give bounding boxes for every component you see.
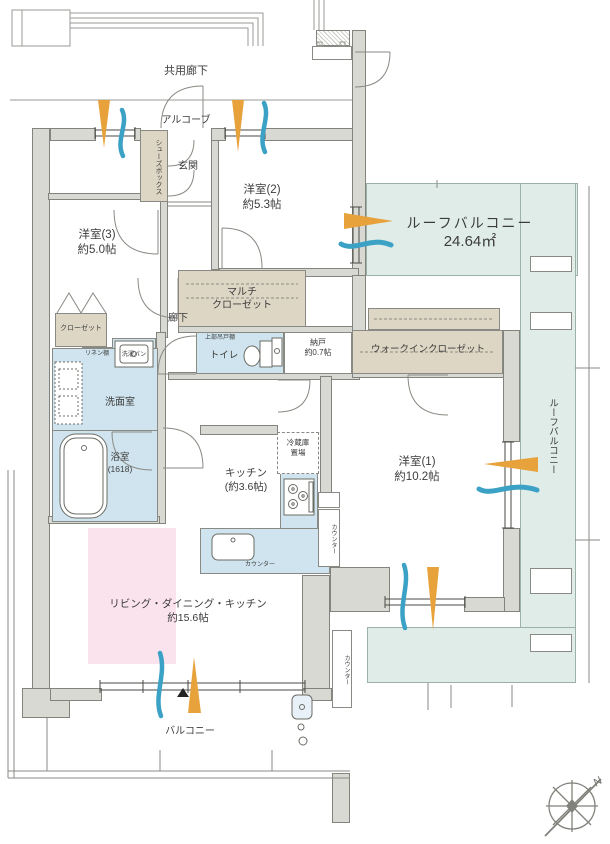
meter-box <box>312 46 352 60</box>
label-counter-ldk: カウンター <box>343 655 349 685</box>
wall <box>332 773 350 823</box>
wall <box>330 567 390 612</box>
washroom <box>52 348 158 432</box>
label-upper-cabinet: 上部吊戸棚 <box>204 335 235 341</box>
label-counter-bedroom-side: カウンター <box>330 524 336 554</box>
wall <box>22 688 70 718</box>
label-shoes-box: シューズボックス <box>155 139 162 195</box>
counter-box <box>318 509 340 567</box>
bathroom <box>52 430 158 522</box>
wall <box>320 376 332 498</box>
walk-in-closet-shelf <box>368 308 500 330</box>
counter-box <box>318 492 340 508</box>
shoes-box <box>140 130 168 202</box>
label-closet: クローゼット <box>60 325 102 332</box>
label-alcove: アルコーブ <box>161 115 211 126</box>
wall <box>50 128 96 141</box>
label-multi-closet: マルチ クローゼット <box>212 287 272 311</box>
pipe-space <box>316 30 350 46</box>
wall <box>211 140 219 270</box>
label-linen-shelf: リネン棚 <box>84 351 109 357</box>
counter-box <box>332 630 352 708</box>
wall <box>200 425 278 435</box>
closet <box>55 313 107 347</box>
wall <box>50 688 102 701</box>
wall <box>32 128 50 700</box>
label-ldk: リビング・ダイニング・キッチン 約15.6帖 <box>109 598 267 624</box>
label-bedroom2: 洋室(2) 約5.3帖 <box>242 184 282 211</box>
label-fridge-space: 冷蔵庫 置場 <box>286 438 310 457</box>
wall <box>302 575 330 700</box>
label-common-corridor: 共用廊下 <box>164 65 208 77</box>
label-roof-balcony-side: ルーフバルコニー <box>547 397 558 474</box>
ldk-accent-area <box>88 528 176 664</box>
wall <box>302 688 332 701</box>
label-balcony: バルコニー <box>165 726 215 737</box>
wall <box>352 30 366 277</box>
label-washroom: 洗面室 <box>105 397 135 408</box>
balcony-equipment-box <box>530 256 572 272</box>
label-kitchen: キッチン (約3.6帖) <box>224 467 268 493</box>
storage-room <box>284 332 352 374</box>
balcony-equipment-box <box>530 634 572 652</box>
multi-closet <box>178 270 306 327</box>
label-counter-kitchen: カウンター <box>244 562 275 568</box>
label-entrance: 玄関 <box>178 161 198 172</box>
label-bedroom1: 洋室(1) 約10.2帖 <box>394 456 440 483</box>
balcony-equipment-box <box>530 568 572 594</box>
label-toilet: トイレ <box>209 350 239 361</box>
balcony-equipment-box <box>530 312 572 330</box>
wall <box>352 275 366 332</box>
label-storage-room: 納戸 約0.7帖 <box>304 338 332 358</box>
label-bathroom: 浴室 (1618) <box>107 452 133 475</box>
wall <box>503 528 520 612</box>
wall <box>264 128 356 141</box>
wall <box>464 597 505 612</box>
wall <box>503 330 520 442</box>
label-roof-balcony: ルーフバルコニー 24.64㎡ <box>406 215 534 251</box>
label-walk-in-closet: ウォークインクローゼット <box>370 344 485 355</box>
fridge-space <box>277 432 319 474</box>
label-bedroom3: 洋室(3) 約5.0帖 <box>77 229 117 256</box>
label-hallway: 廊下 <box>168 313 188 324</box>
label-laundry-pan: 洗濯パン <box>121 352 147 358</box>
